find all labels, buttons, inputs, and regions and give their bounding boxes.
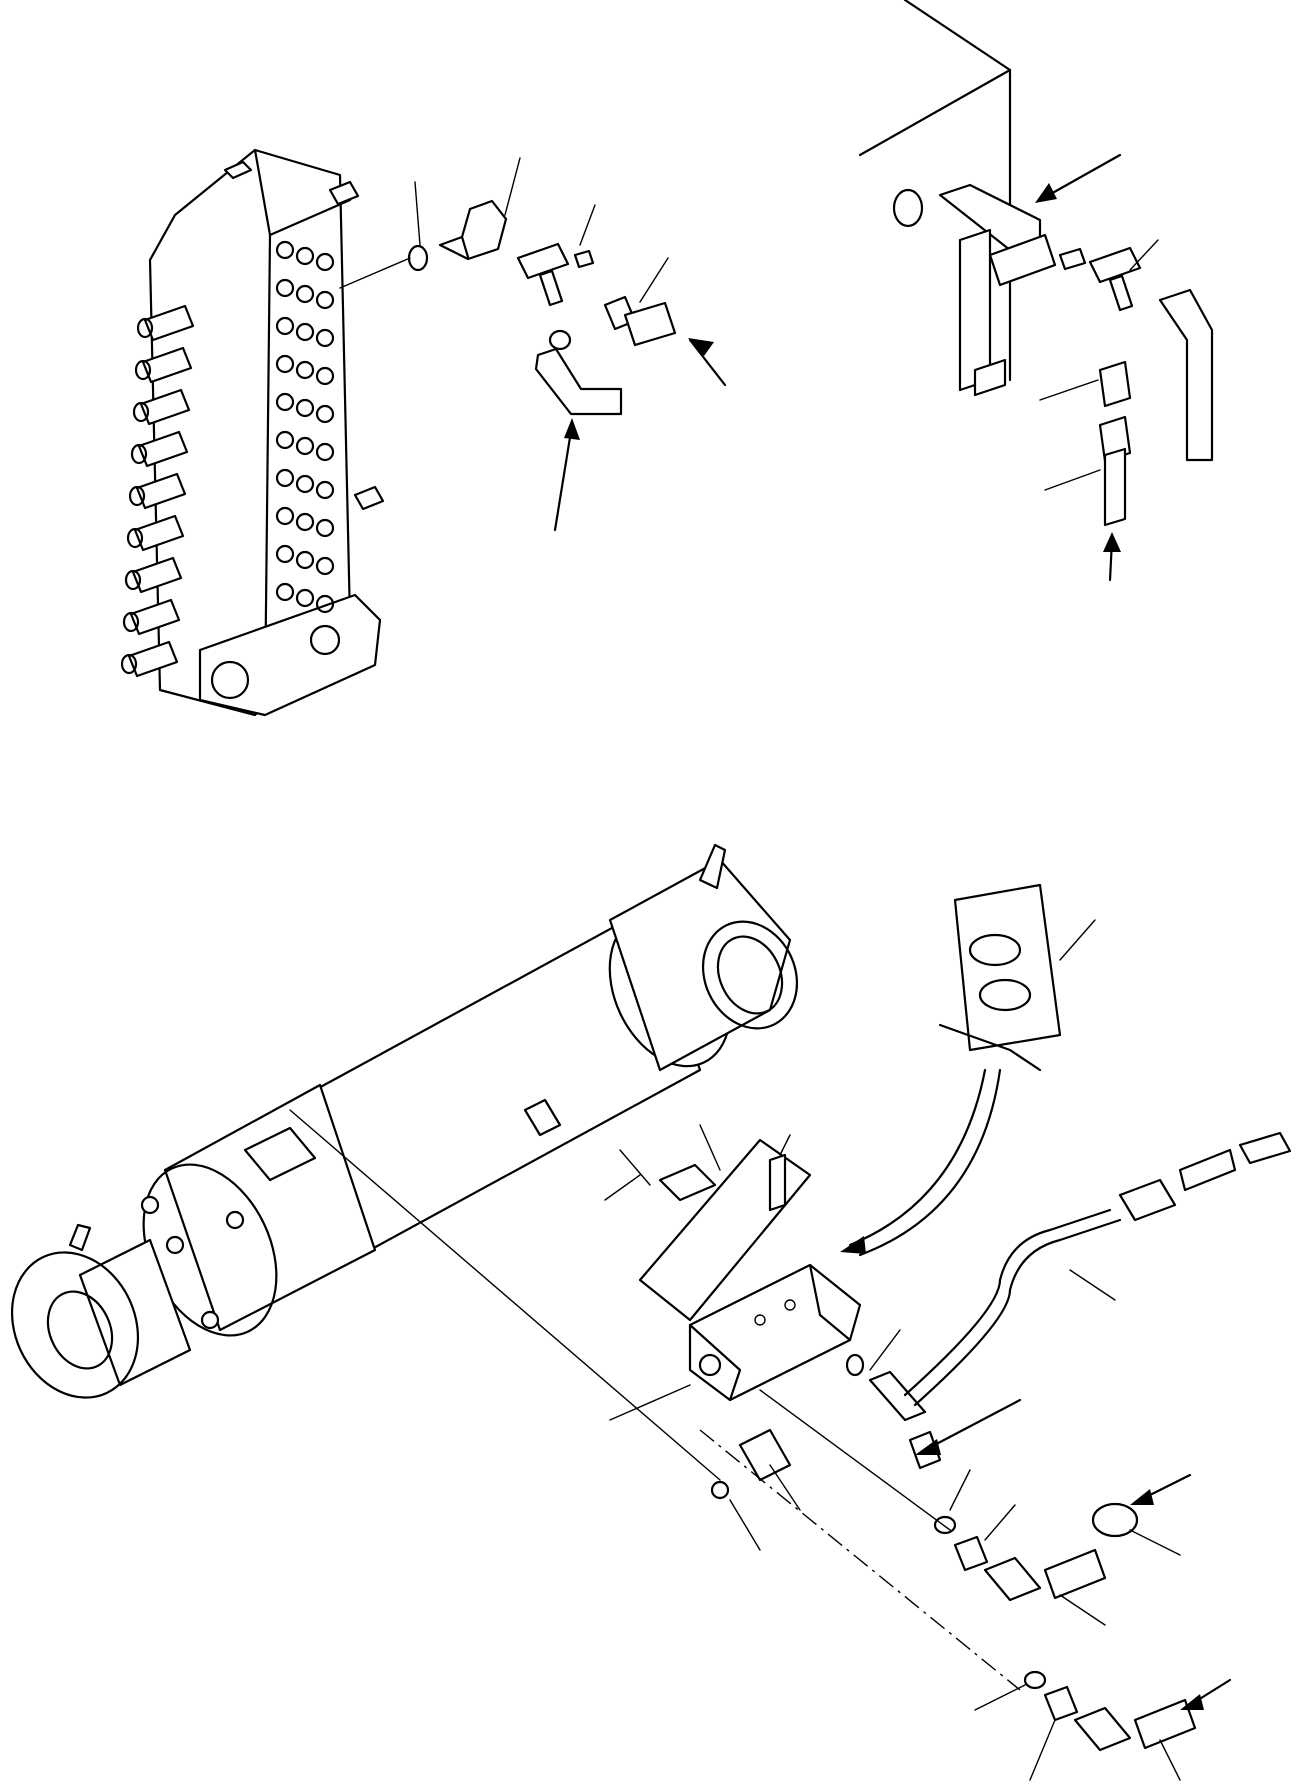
- valve-port-hole: [295, 512, 315, 532]
- valve-port-hole: [315, 442, 335, 462]
- valve-port-hole: [275, 278, 295, 298]
- valve-port-hole: [315, 328, 335, 348]
- valve-port-hole: [275, 506, 295, 526]
- valve-port-end: [128, 485, 146, 507]
- valve-port-hole: [275, 316, 295, 336]
- valve-port-hole: [315, 518, 335, 538]
- valve-port-hole: [315, 290, 335, 310]
- valve-port-end: [120, 653, 138, 675]
- valve-port-hole: [275, 544, 295, 564]
- valve-port-hole: [295, 322, 315, 342]
- valve-port-hole: [315, 594, 335, 614]
- valve-port-hole: [295, 588, 315, 608]
- valve-port-hole: [295, 436, 315, 456]
- valve-port-hole: [295, 360, 315, 380]
- lower-hose-fittings: [699, 1389, 1232, 1781]
- valve-port-end: [130, 443, 148, 465]
- valve-port-hole: [295, 474, 315, 494]
- pipe-assembly: [845, 1131, 1292, 1470]
- valve-port-hole: [315, 480, 335, 500]
- valve-port-hole: [315, 252, 335, 272]
- valve-port-hole: [315, 404, 335, 424]
- valve-port-hole: [295, 246, 315, 266]
- valve-port-hole: [315, 366, 335, 386]
- hydraulic-cylinder: [10, 843, 799, 1399]
- safety-valve-block: [289, 1109, 862, 1500]
- valve-port-end: [122, 611, 140, 633]
- valve-port-end: [124, 569, 142, 591]
- valve-port-hole: [275, 582, 295, 602]
- valve-port-end: [134, 359, 152, 381]
- valve-port-hole: [295, 284, 315, 304]
- seal-kit-bag: [840, 883, 1096, 1257]
- tank-corner-assembly: [858, 0, 1214, 582]
- valve-port-hole: [315, 556, 335, 576]
- valve-port-hole: [275, 392, 295, 412]
- valve-port-hole: [275, 430, 295, 450]
- valve-port-end: [126, 527, 144, 549]
- valve-port-hole: [275, 468, 295, 488]
- valve-port-end: [132, 401, 150, 423]
- elbow-fitting-group: [339, 157, 727, 532]
- valve-port-hole: [295, 398, 315, 418]
- valve-port-hole: [295, 550, 315, 570]
- valve-port-end: [136, 317, 154, 339]
- valve-port-hole: [275, 240, 295, 260]
- valve-port-hole: [275, 354, 295, 374]
- control-valve-assembly: [120, 148, 385, 717]
